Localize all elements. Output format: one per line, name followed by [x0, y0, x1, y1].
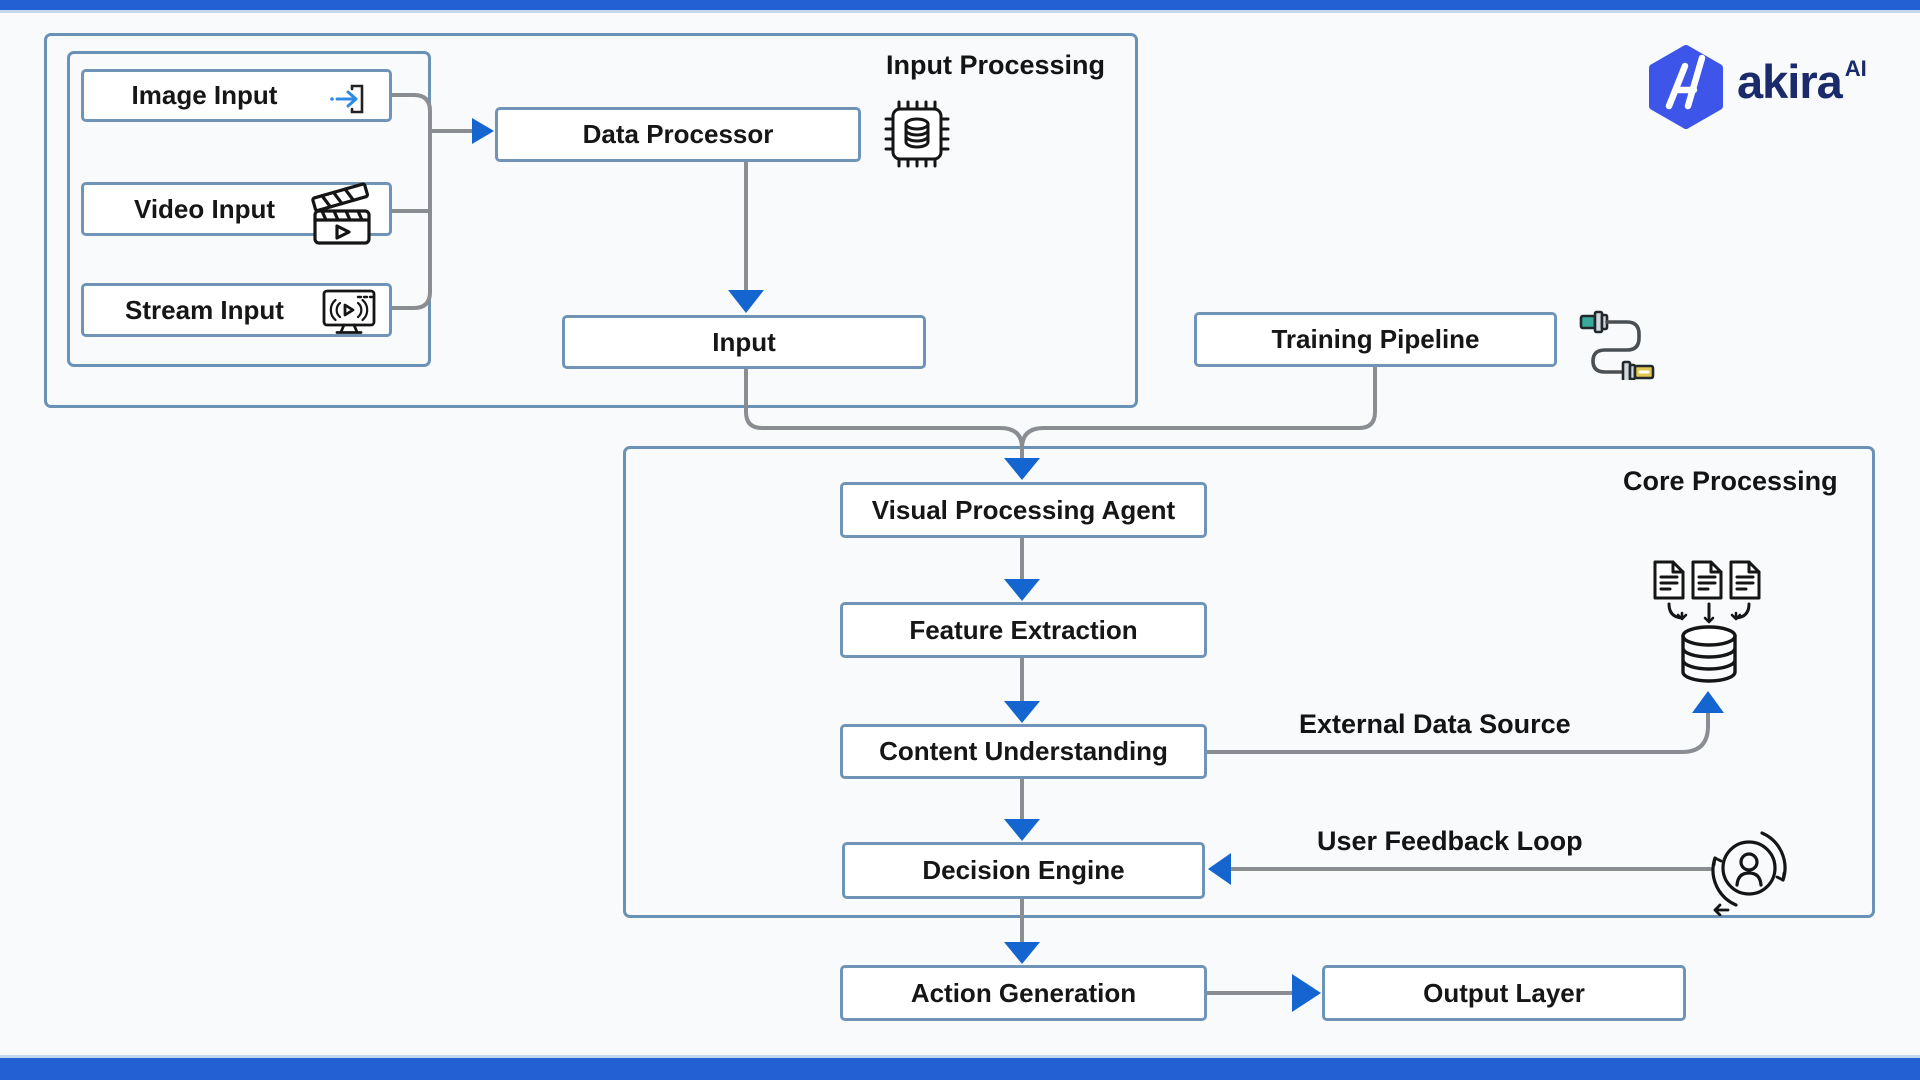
- node-action-generation: Action Generation: [840, 965, 1207, 1021]
- arrow-feedback-into-decision: [1208, 853, 1231, 885]
- arrow-into-external-db: [1692, 691, 1724, 713]
- arrowheads: [472, 118, 1724, 1012]
- edge-image-stream-trunk: [390, 93, 432, 310]
- brand-hexagon-logo: [1649, 45, 1723, 129]
- top-accent-bar: [0, 0, 1920, 10]
- node-label: Feature Extraction: [909, 614, 1138, 645]
- arrow-into-action-generation: [1004, 942, 1040, 964]
- node-label: Image Input: [131, 80, 278, 110]
- arrow-into-feature-extraction: [1004, 579, 1040, 601]
- arrow-into-content-understanding: [1004, 701, 1040, 723]
- user-feedback-cycle-icon: [1711, 831, 1787, 916]
- stream-monitor-icon: [322, 289, 376, 334]
- top-accent-bar-edge: [0, 10, 1920, 13]
- arrow-into-decision-engine: [1004, 819, 1040, 841]
- arrow-into-vpa: [1004, 458, 1040, 480]
- edge-training-to-merge: [1020, 365, 1377, 461]
- edge-content-to-external-db: [1205, 711, 1710, 754]
- group-core-processing: [623, 446, 1875, 918]
- clapperboard-icon: [311, 182, 371, 245]
- node-label: Stream Input: [125, 294, 284, 325]
- pipeline-connector-icon: [1579, 310, 1655, 380]
- node-feature-extraction: Feature Extraction: [840, 602, 1207, 658]
- node-content-understanding: Content Understanding: [840, 724, 1207, 779]
- brand-suffix: AI: [1844, 56, 1867, 81]
- node-label: Visual Processing Agent: [871, 494, 1176, 525]
- label-user-feedback-loop: User Feedback Loop: [1317, 826, 1583, 856]
- brand-name: akira: [1737, 55, 1843, 108]
- node-label: Input: [712, 326, 776, 357]
- node-training-pipeline: Training Pipeline: [1194, 312, 1557, 367]
- node-data-processor: Data Processor: [495, 107, 861, 162]
- label-core-processing: Core Processing: [1623, 466, 1838, 496]
- node-input: Input: [562, 315, 926, 369]
- arrow-into-data-processor: [472, 118, 494, 144]
- node-output-layer: Output Layer: [1322, 965, 1686, 1021]
- node-label: Video Input: [133, 193, 276, 224]
- node-label: Output Layer: [1423, 977, 1585, 1008]
- node-stream-input: Stream Input: [81, 283, 392, 337]
- bottom-accent-bar-edge: [0, 1055, 1920, 1058]
- processor-chip-icon: [884, 100, 950, 168]
- bottom-accent-bar: [0, 1058, 1920, 1080]
- node-visual-processing-agent: Visual Processing Agent: [840, 482, 1207, 538]
- brand-wordmark: akira AI: [1737, 55, 1867, 108]
- import-icon: [330, 84, 364, 114]
- node-video-input: Video Input: [81, 182, 392, 245]
- node-image-input: Image Input: [81, 69, 392, 122]
- node-label: Content Understanding: [879, 736, 1168, 766]
- arrow-into-output-layer: [1292, 974, 1321, 1012]
- label-external-data-source: External Data Source: [1299, 709, 1571, 739]
- documents-database-icon: [1653, 560, 1761, 683]
- arrow-into-input: [728, 290, 764, 313]
- edge-input-to-merge: [744, 367, 1024, 461]
- node-label: Decision Engine: [922, 855, 1125, 885]
- node-label: Action Generation: [910, 977, 1137, 1008]
- label-input-processing: Input Processing: [886, 50, 1106, 80]
- node-label: Training Pipeline: [1271, 324, 1480, 354]
- node-decision-engine: Decision Engine: [842, 842, 1205, 899]
- group-input-processing: [44, 33, 1138, 408]
- node-label: Data Processor: [582, 119, 774, 149]
